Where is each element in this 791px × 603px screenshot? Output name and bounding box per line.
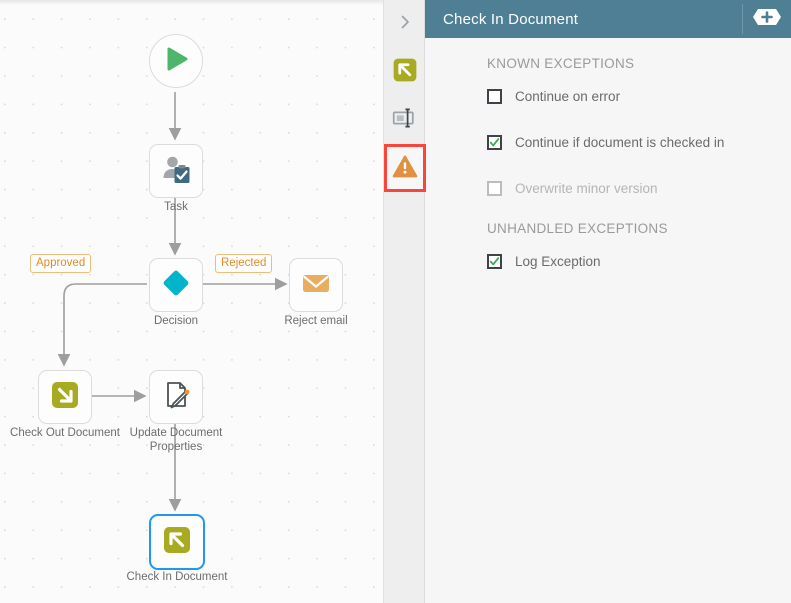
checkbox-continue-if-checked-in[interactable] [487, 134, 502, 150]
add-button[interactable] [743, 8, 791, 31]
node-check-out-document[interactable]: Check Out Document [10, 370, 120, 439]
check-out-arrow-icon [49, 379, 81, 416]
checkbox-log-exception[interactable] [487, 253, 502, 269]
checkbox-continue-on-error[interactable] [487, 88, 502, 104]
checkbox-row-log-exception[interactable]: Log Exception [425, 250, 791, 272]
checkmark-icon [489, 256, 500, 265]
check-in-arrow-icon [161, 524, 193, 561]
panel-icon-rail [383, 0, 426, 603]
form-field-icon [392, 106, 418, 135]
checkbox-label-overwrite-minor-version: Overwrite minor version [515, 180, 658, 196]
check-in-arrow-icon [391, 56, 419, 89]
node-check-out-document-shape[interactable] [38, 370, 92, 424]
rail-item-exceptions[interactable] [384, 144, 426, 192]
checkbox-label-continue-if-checked-in: Continue if document is checked in [515, 134, 725, 150]
workflow-canvas[interactable]: Task Decision [0, 0, 383, 603]
node-update-document-properties[interactable]: Update Document Properties [130, 370, 222, 453]
checkbox-overwrite-minor-version [487, 180, 502, 196]
document-edit-icon [160, 379, 192, 416]
plus-icon [752, 8, 782, 31]
node-reject-email[interactable]: Reject email [284, 258, 348, 327]
panel-body: KNOWN EXCEPTIONS Continue on error Conti… [425, 38, 791, 603]
node-update-document-properties-label: Update Document Properties [129, 427, 223, 453]
node-start[interactable] [149, 34, 203, 88]
header-divider [742, 4, 743, 34]
node-check-in-document[interactable]: Check In Document [127, 514, 228, 583]
chevron-right-icon [397, 14, 413, 35]
node-decision-label: Decision [153, 315, 199, 327]
checkbox-row-overwrite-minor-version[interactable]: Overwrite minor version [425, 177, 791, 199]
checkbox-row-continue-if-checked-in[interactable]: Continue if document is checked in [425, 131, 791, 153]
page-title: Check In Document [443, 10, 579, 28]
rail-item-properties[interactable] [384, 96, 426, 144]
warning-triangle-icon [392, 153, 418, 184]
node-check-out-document-label: Check Out Document [10, 427, 120, 439]
node-decision-shape[interactable] [149, 258, 203, 312]
node-task[interactable]: Task [149, 144, 203, 213]
node-task-label: Task [164, 201, 188, 213]
properties-panel: Check In Document KNOWN EXCEPTIONS Conti… [425, 0, 791, 603]
decision-diamond-icon [159, 266, 193, 305]
edge-label-rejected: Rejected [215, 254, 273, 273]
node-check-in-document-shape[interactable] [149, 514, 205, 570]
edge-label-approved: Approved [30, 254, 92, 273]
section-title-unhandled-exceptions: UNHANDLED EXCEPTIONS [487, 221, 668, 236]
rail-item-general[interactable] [384, 48, 426, 96]
node-reject-email-label: Reject email [284, 315, 348, 327]
node-decision[interactable]: Decision [149, 258, 203, 327]
checkbox-row-continue-on-error[interactable]: Continue on error [425, 85, 791, 107]
node-update-document-properties-shape[interactable] [149, 370, 203, 424]
checkbox-label-continue-on-error: Continue on error [515, 88, 621, 104]
node-check-in-document-label: Check In Document [126, 571, 228, 583]
play-icon [161, 44, 191, 79]
connector-layer [57, 92, 288, 512]
checkbox-label-log-exception: Log Exception [515, 253, 601, 269]
node-task-shape[interactable] [149, 144, 203, 198]
user-task-icon [160, 153, 192, 190]
checkmark-icon [489, 137, 500, 146]
envelope-icon [300, 267, 332, 304]
node-reject-email-shape[interactable] [289, 258, 343, 312]
section-title-known-exceptions: KNOWN EXCEPTIONS [487, 56, 635, 71]
node-start-shape[interactable] [149, 34, 203, 88]
panel-header: Check In Document [425, 0, 791, 38]
collapse-panel-button[interactable] [384, 0, 426, 48]
